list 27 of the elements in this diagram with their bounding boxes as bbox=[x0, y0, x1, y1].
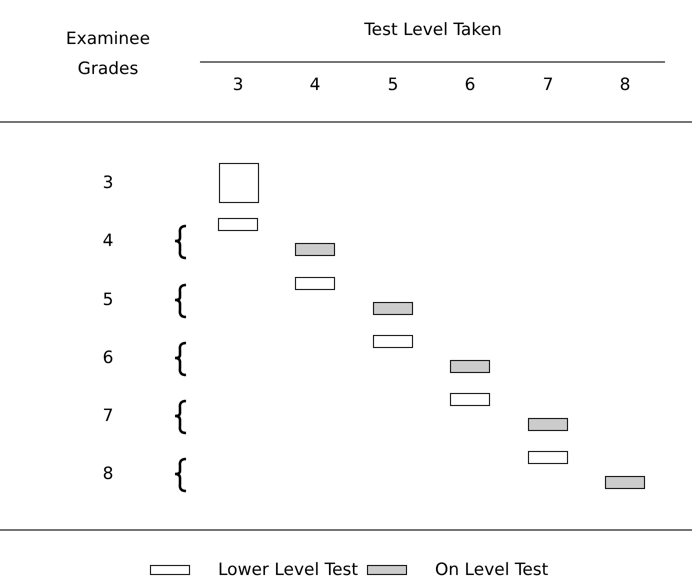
test-box bbox=[218, 218, 258, 231]
grade-label: 5 bbox=[102, 289, 114, 312]
legend-label: Lower Level Test bbox=[218, 559, 358, 582]
grade-label: 7 bbox=[542, 74, 554, 97]
test-box bbox=[528, 418, 568, 431]
grade-label: 5 bbox=[386, 74, 400, 97]
legend-label: On Level Test bbox=[435, 559, 548, 582]
grade-label: 4 bbox=[308, 74, 322, 97]
test-box bbox=[295, 243, 335, 256]
test-box bbox=[605, 476, 645, 489]
test-box bbox=[373, 302, 413, 315]
grade-label: 8 bbox=[618, 74, 632, 97]
test-box bbox=[450, 393, 490, 406]
grade-label: 6 bbox=[102, 347, 114, 370]
test-box bbox=[528, 451, 568, 464]
grade-label: 6 bbox=[464, 74, 476, 97]
column-heading: Test Level Taken bbox=[363, 19, 503, 42]
grade-label: 3 bbox=[232, 74, 244, 97]
grade-label: 8 bbox=[102, 463, 114, 486]
test-box bbox=[373, 335, 413, 348]
column-heading: Examinee Grades bbox=[64, 28, 152, 81]
test-box bbox=[219, 163, 259, 203]
grade-label: 7 bbox=[102, 405, 114, 428]
test-box bbox=[450, 360, 490, 373]
grade-label: 4 bbox=[102, 230, 114, 253]
test-box bbox=[295, 277, 335, 290]
grade-label: 3 bbox=[102, 172, 114, 195]
